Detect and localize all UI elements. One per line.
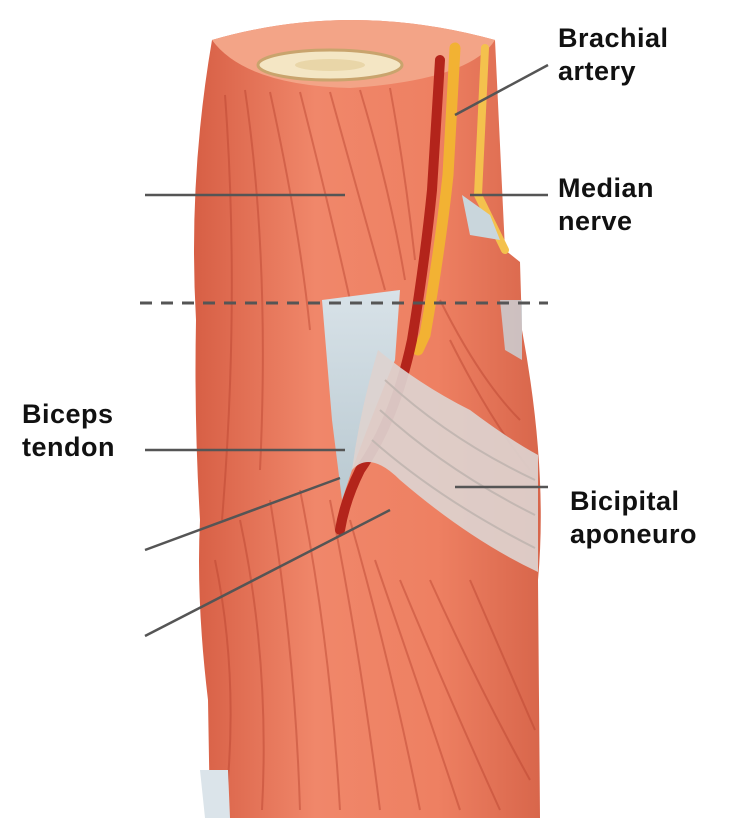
label-bicipital-aponeurosis: Bicipital aponeuro bbox=[570, 485, 737, 551]
label-median-nerve: Median nerve bbox=[558, 172, 654, 238]
label-brachial-artery: Brachial artery bbox=[558, 22, 669, 88]
label-biceps-tendon: Biceps tendon bbox=[22, 398, 115, 464]
